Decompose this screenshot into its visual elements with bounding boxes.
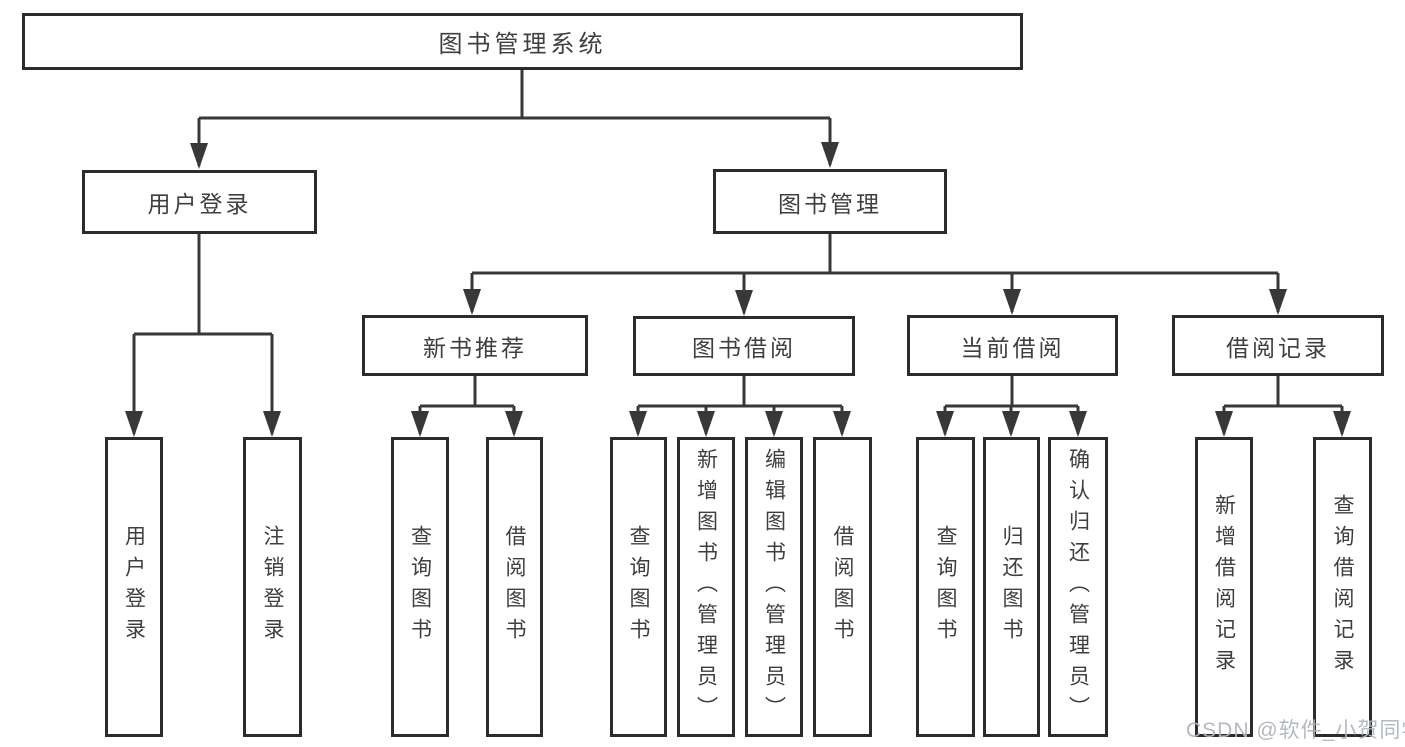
node-label: 查询图书 [934, 525, 957, 649]
node-label: 查询图书 [627, 525, 650, 649]
leaf-user-login: 用户登录 [105, 437, 163, 737]
connector-group [125, 70, 1351, 437]
leaf-return-books: 归还图书 [983, 437, 1040, 737]
node-label: 归还图书 [1000, 525, 1023, 649]
node-label: 编辑图书（管理员） [762, 447, 786, 727]
csdn-watermark: CSDN @软件_小贺同学 [1186, 719, 1405, 742]
node-label: 新增图书（管理员） [694, 447, 718, 727]
leaf-add-borrow-record: 新增借阅记录 [1195, 437, 1253, 737]
node-label: 借阅记录 [1226, 334, 1330, 361]
node-label: 图书管理 [778, 190, 882, 217]
node-label: 图书管理系统 [438, 31, 607, 58]
leaf-add-books-admin: 新增图书（管理员） [677, 437, 735, 737]
leaf-confirm-return-admin: 确认归还（管理员） [1048, 437, 1108, 737]
node-book-management: 图书管理 [713, 169, 947, 234]
node-label: 新增借阅记录 [1212, 494, 1236, 680]
leaf-query-books-borrowing: 查询图书 [610, 437, 667, 737]
leaf-query-borrow-record: 查询借阅记录 [1313, 437, 1372, 737]
node-library-management-system: 图书管理系统 [22, 13, 1023, 70]
node-label: 用户登录 [147, 191, 252, 217]
node-label: 借阅图书 [831, 525, 854, 649]
node-borrowing-records: 借阅记录 [1172, 315, 1384, 376]
node-label: 当前借阅 [960, 334, 1065, 361]
leaf-edit-books-admin: 编辑图书（管理员） [745, 437, 803, 737]
leaf-query-books-recommend: 查询图书 [391, 437, 449, 737]
leaf-borrow-books-recommend: 借阅图书 [486, 437, 543, 737]
node-label: 图书借阅 [692, 335, 796, 361]
node-current-borrowing: 当前借阅 [907, 315, 1118, 376]
node-user-login: 用户登录 [82, 170, 317, 234]
node-label: 查询借阅记录 [1331, 494, 1354, 680]
node-book-borrowing: 图书借阅 [633, 316, 855, 376]
node-label: 新书推荐 [423, 334, 527, 361]
node-label: 查询图书 [408, 525, 432, 649]
node-label: 借阅图书 [503, 525, 526, 649]
node-label: 注销登录 [261, 525, 284, 649]
leaf-logout: 注销登录 [243, 437, 302, 737]
leaf-query-books-current: 查询图书 [916, 437, 975, 737]
leaf-borrow-books-borrowing: 借阅图书 [813, 437, 872, 737]
node-label: 确认归还（管理员） [1066, 447, 1090, 727]
node-label: 用户登录 [122, 525, 146, 649]
node-new-book-recommendation: 新书推荐 [362, 315, 588, 376]
